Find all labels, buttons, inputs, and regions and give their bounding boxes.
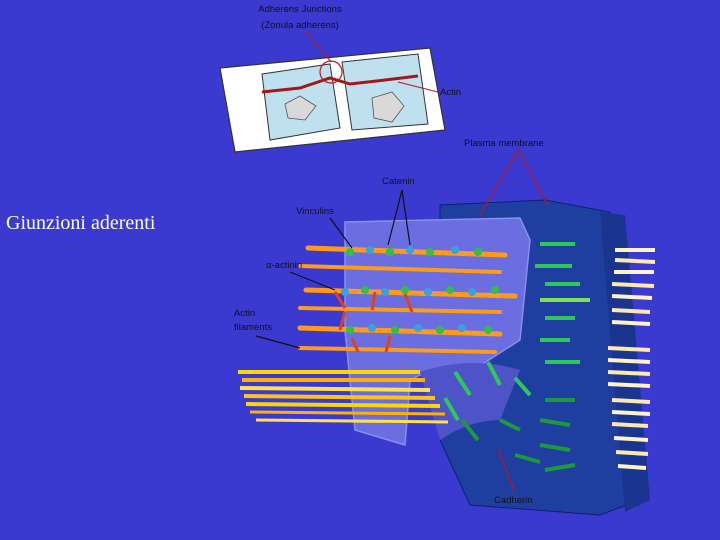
label-actin-inset: Actin bbox=[440, 87, 461, 98]
label-cadherin: Cadherin bbox=[494, 495, 533, 506]
inset-title-line1: Adherens Junctions bbox=[258, 4, 342, 15]
label-actin-filaments-line2: filaments bbox=[234, 322, 272, 333]
inset-title-line2: (Zonula adherens) bbox=[261, 20, 339, 31]
label-actin-filaments-line1: Actin bbox=[234, 308, 255, 319]
label-alpha-actinin: α-actinin bbox=[266, 260, 302, 271]
label-plasma-membrane: Plasma membrane bbox=[464, 138, 544, 149]
label-vinculins: Vinculins bbox=[296, 206, 334, 217]
label-catenin: Catenin bbox=[382, 176, 415, 187]
